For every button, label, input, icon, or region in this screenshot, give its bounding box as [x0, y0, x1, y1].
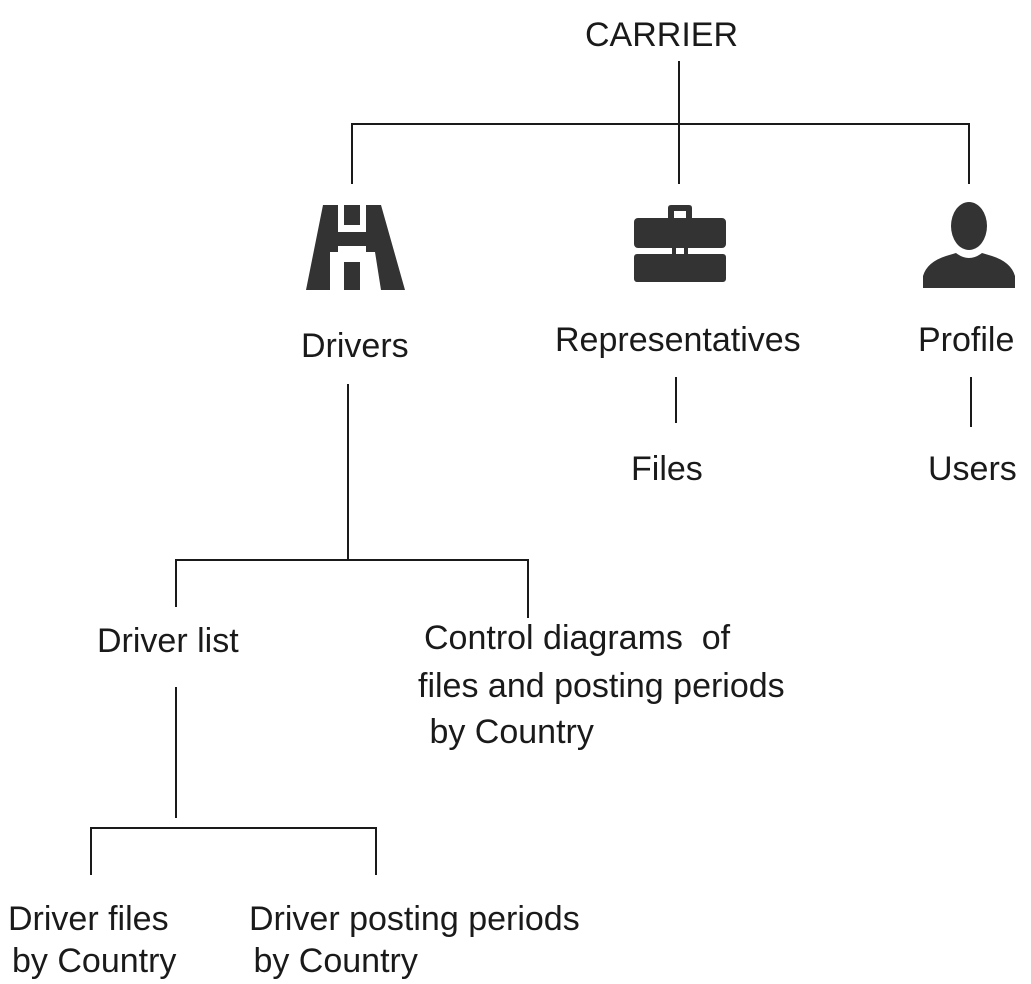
root-label: CARRIER [585, 16, 739, 54]
control-diagrams-label-line1: Control diagrams of [424, 619, 731, 657]
users-label: Users [928, 450, 1017, 488]
road-icon [306, 205, 405, 290]
driver-posting-periods-label-line1: Driver posting periods [249, 900, 580, 938]
driver-list-label: Driver list [97, 622, 239, 660]
control-diagrams-label-line2: files and posting periods [418, 667, 785, 705]
driver-posting-periods-label-line2: by Country [244, 942, 418, 980]
control-diagrams-label-line3: by Country [420, 713, 594, 751]
profile-label: Profile [918, 321, 1015, 359]
briefcase-icon [634, 205, 726, 282]
drivers-label: Drivers [301, 327, 409, 365]
files-label: Files [631, 450, 703, 488]
driver-files-label-line2: by Country [12, 942, 177, 980]
user-icon [923, 202, 1015, 288]
driver-files-label-line1: Driver files [8, 900, 169, 938]
representatives-label: Representatives [555, 321, 801, 359]
connector-lines [90, 61, 972, 875]
